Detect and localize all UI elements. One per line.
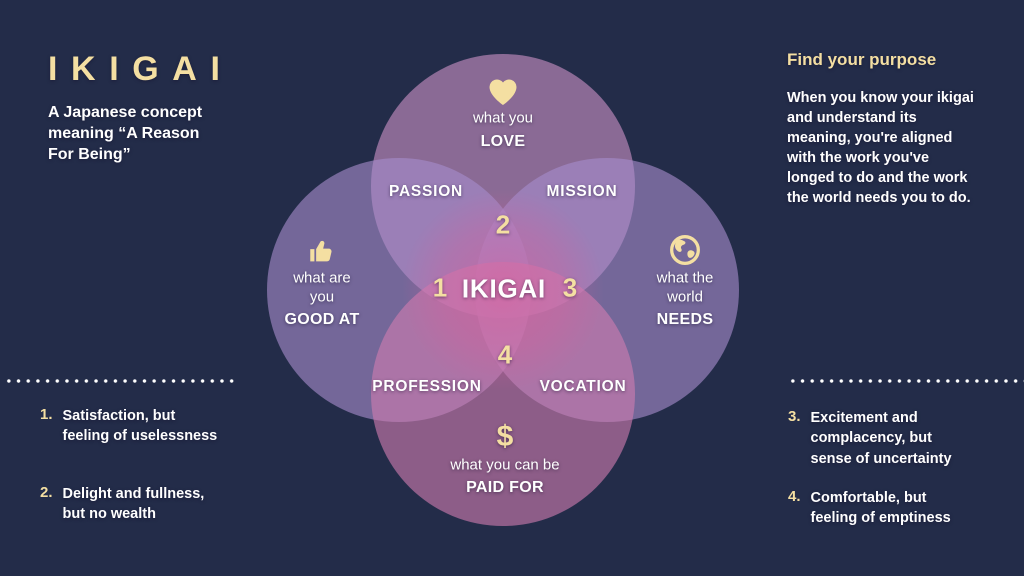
- purpose-heading: Find your purpose: [787, 50, 937, 69]
- dollar-icon: $: [496, 420, 514, 453]
- label-what-are-you: what are you: [293, 269, 351, 305]
- outcome-number: 3.: [788, 408, 801, 425]
- outcome-text: Excitement and complacency, but sense of…: [810, 410, 952, 467]
- outcome-item-1: 1. Satisfaction, but feeling of uselessn…: [40, 406, 250, 447]
- ikigai-center-label: IKIGAI: [461, 273, 547, 304]
- label-paid-for: PAID FOR: [466, 479, 544, 496]
- thumbs-up-icon: [306, 235, 338, 267]
- page-subtitle: A Japanese concept meaning “A Reason For…: [48, 104, 203, 164]
- label-vocation: VOCATION: [539, 378, 627, 395]
- outcome-number: 1.: [40, 406, 53, 423]
- venn-number-2: 2: [495, 209, 511, 240]
- label-what-the-world: what the world: [656, 269, 714, 305]
- label-love: LOVE: [480, 133, 526, 150]
- label-what-you-can-be: what you can be: [450, 456, 560, 474]
- outcome-item-3: 3. Excitement and complacency, but sense…: [788, 408, 1008, 469]
- dotted-separator-right: [788, 378, 1024, 384]
- outcome-number: 2.: [40, 484, 53, 501]
- label-what-you: what you: [472, 109, 534, 127]
- label-passion: PASSION: [388, 183, 464, 200]
- purpose-paragraph: When you know your ikigai and understand…: [787, 90, 974, 206]
- label-needs: NEEDS: [656, 311, 714, 328]
- outcome-text: Delight and fullness, but no wealth: [62, 486, 205, 523]
- dotted-separator-left: [4, 378, 236, 384]
- center-glow: [398, 185, 608, 395]
- globe-icon: [668, 233, 702, 267]
- venn-number-3: 3: [562, 272, 578, 303]
- outcome-item-4: 4. Comfortable, but feeling of emptiness: [788, 488, 1008, 529]
- venn-number-1: 1: [432, 272, 448, 303]
- outcome-text: Satisfaction, but feeling of uselessness: [62, 408, 218, 445]
- venn-number-4: 4: [497, 339, 513, 370]
- label-profession: PROFESSION: [372, 378, 482, 395]
- heart-icon: [485, 73, 521, 107]
- label-mission: MISSION: [546, 183, 618, 200]
- outcome-number: 4.: [788, 488, 801, 505]
- outcome-text: Comfortable, but feeling of emptiness: [810, 490, 951, 527]
- outcome-item-2: 2. Delight and fullness, but no wealth: [40, 484, 250, 525]
- page-title: IKIGAI: [48, 50, 234, 88]
- label-good-at: GOOD AT: [284, 311, 360, 328]
